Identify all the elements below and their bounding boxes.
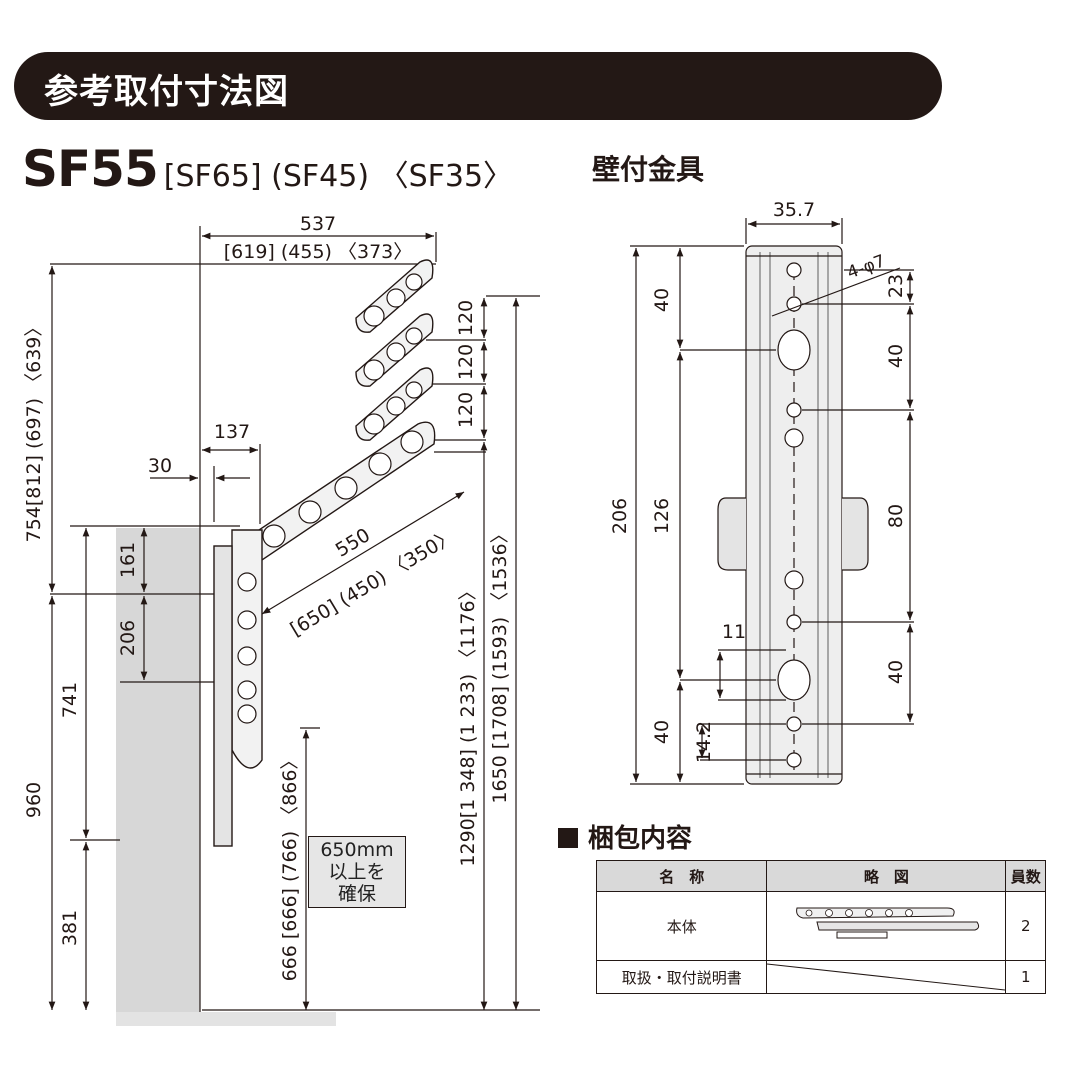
floor bbox=[116, 1012, 336, 1026]
row-body-figure bbox=[766, 891, 1007, 961]
bracket-dim-23: 23 bbox=[885, 274, 907, 298]
wall-bracket bbox=[630, 218, 914, 785]
bracket-holes: 4-φ7 bbox=[845, 251, 888, 283]
dim-spacing-3: 120 bbox=[455, 392, 477, 428]
dim-741: 741 bbox=[59, 682, 81, 718]
section-title: 参考取付寸法図 bbox=[44, 72, 289, 112]
bracket-width: 35.7 bbox=[773, 199, 815, 221]
clearance-note: 650mm 以上を 確保 bbox=[308, 836, 406, 908]
wall-bracket-title: 壁付金具 bbox=[592, 153, 705, 186]
wall-block bbox=[116, 528, 200, 1012]
square-bullet-icon bbox=[558, 828, 578, 848]
hanger-figure-icon bbox=[796, 907, 980, 939]
row-manual-name: 取扱・取付説明書 bbox=[595, 960, 768, 994]
packing-row-manual: 取扱・取付説明書 1 bbox=[595, 960, 1046, 994]
dim-137: 137 bbox=[214, 421, 250, 443]
dim-left-top: 754[812] (697) 〈639〉 bbox=[23, 318, 45, 543]
clearance-note-line2: 以上を bbox=[328, 861, 386, 883]
model-main: SF55 bbox=[22, 140, 159, 198]
model-variants: [SF65] (SF45) 〈SF35〉 bbox=[163, 159, 514, 194]
dim-206: 206 bbox=[117, 620, 139, 656]
row-body-qty: 2 bbox=[1005, 891, 1046, 961]
dim-161: 161 bbox=[117, 542, 139, 578]
dim-spacing-2: 120 bbox=[455, 344, 477, 380]
clearance-note-line3: 確保 bbox=[337, 883, 376, 905]
model-name: SF55[SF65] (SF45) 〈SF35〉 bbox=[22, 140, 513, 198]
dim-height-1290: 1290[1 348] (1 233) 〈1176〉 bbox=[457, 581, 479, 866]
diagonal-line bbox=[767, 963, 1006, 991]
dim-30: 30 bbox=[148, 455, 172, 477]
header-figure: 略 図 bbox=[766, 860, 1007, 892]
packing-header-row: 名 称 略 図 員数 bbox=[595, 860, 1046, 892]
bracket-dim-11: 11 bbox=[722, 621, 746, 643]
dim-960: 960 bbox=[23, 782, 45, 818]
packing-table: 名 称 略 図 員数 本体 2 取扱・取付説明書 1 bbox=[595, 860, 1046, 994]
dim-ground-clearance: 666 [666] (766) 〈866〉 bbox=[279, 751, 301, 982]
dim-spacing-1: 120 bbox=[455, 300, 477, 336]
packing-row-body: 本体 2 bbox=[595, 891, 1046, 961]
row-body-name: 本体 bbox=[595, 891, 768, 961]
arm-holes bbox=[237, 273, 424, 724]
bracket-dim-40b: 40 bbox=[885, 344, 907, 368]
bracket-dim-80: 80 bbox=[885, 504, 907, 528]
dim-381: 381 bbox=[59, 910, 81, 946]
packing-title: 梱包内容 bbox=[558, 818, 692, 855]
bracket-dim-206: 206 bbox=[609, 498, 631, 534]
bracket-dim-40d: 40 bbox=[651, 720, 673, 744]
dim-top-width: 537 bbox=[300, 213, 336, 235]
bracket-dim-14-2: 14.2 bbox=[693, 721, 715, 763]
dim-arm-length: 550 bbox=[332, 524, 374, 562]
bracket-dim-40a: 40 bbox=[651, 288, 673, 312]
packing-title-text: 梱包内容 bbox=[588, 824, 693, 854]
header-name: 名 称 bbox=[595, 860, 768, 892]
dim-top-width-variants: [619] (455) 〈373〉 bbox=[224, 241, 413, 263]
dim-height-1650: 1650 [1708] (1593) 〈1536〉 bbox=[489, 524, 511, 803]
clearance-note-line1: 650mm bbox=[320, 839, 394, 861]
bracket-dim-126: 126 bbox=[651, 498, 673, 534]
section-header: 参考取付寸法図 bbox=[14, 52, 942, 120]
row-manual-qty: 1 bbox=[1005, 960, 1046, 994]
header-qty: 員数 bbox=[1005, 860, 1046, 892]
row-manual-figure bbox=[766, 960, 1007, 994]
bracket-dim-40c: 40 bbox=[885, 660, 907, 684]
